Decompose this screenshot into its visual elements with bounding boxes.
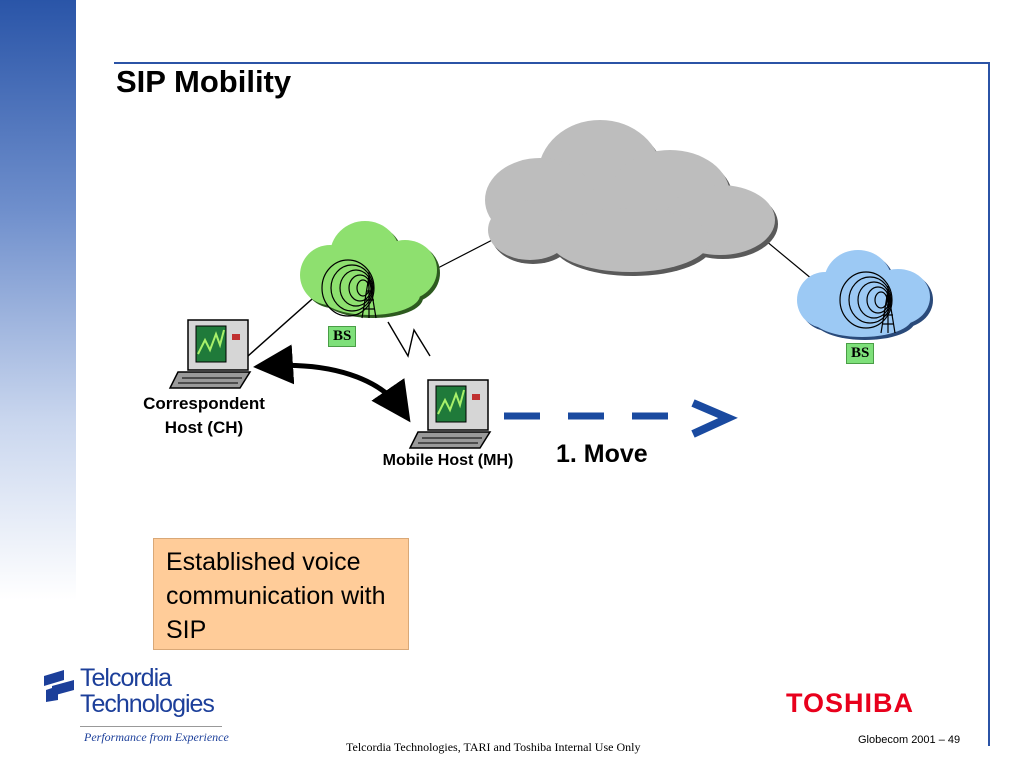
telcordia-mark-icon xyxy=(44,670,74,702)
page-number: Globecom 2001 – 49 xyxy=(858,734,961,746)
move-label: 1. Move xyxy=(556,440,648,468)
link-left-to-core xyxy=(433,235,501,271)
telcordia-wordmark-line2: Technologies xyxy=(80,690,215,718)
base-station-left-badge: BS xyxy=(328,326,357,347)
frame-right-rule xyxy=(988,62,990,746)
right-antenna-icon xyxy=(839,271,896,334)
correspondent-host-label: Correspondent Host (CH) xyxy=(143,394,265,437)
voice-session-arrow xyxy=(253,344,411,423)
left-antenna-icon xyxy=(321,259,377,319)
left-access-cloud xyxy=(300,221,440,318)
note-box: Established voice communication with SIP xyxy=(153,538,409,650)
toshiba-logo: TOSHIBA xyxy=(786,688,915,718)
telcordia-wordmark-line1: Telcordia xyxy=(80,664,172,692)
base-station-right-badge: BS xyxy=(846,343,875,364)
correspondent-host-computer-icon xyxy=(168,319,252,389)
side-gradient-bar xyxy=(0,0,76,600)
wireless-link-zigzag xyxy=(387,321,431,358)
link-core-to-right xyxy=(759,235,819,285)
telcordia-tagline: Performance from Experience xyxy=(84,730,229,744)
core-network-cloud xyxy=(485,120,778,276)
mobile-host-computer-icon xyxy=(408,379,492,449)
right-access-cloud xyxy=(797,250,933,340)
move-arrow xyxy=(504,399,738,438)
frame-top-rule xyxy=(114,62,990,64)
footer-text: Telcordia Technologies, TARI and Toshiba… xyxy=(346,740,641,754)
telcordia-logo: Telcordia Technologies xyxy=(42,664,232,746)
link-ch-to-left-cloud xyxy=(247,291,321,357)
mobile-host-label: Mobile Host (MH) xyxy=(382,452,514,469)
slide-title: SIP Mobility xyxy=(116,64,292,99)
telcordia-rule xyxy=(80,726,222,727)
